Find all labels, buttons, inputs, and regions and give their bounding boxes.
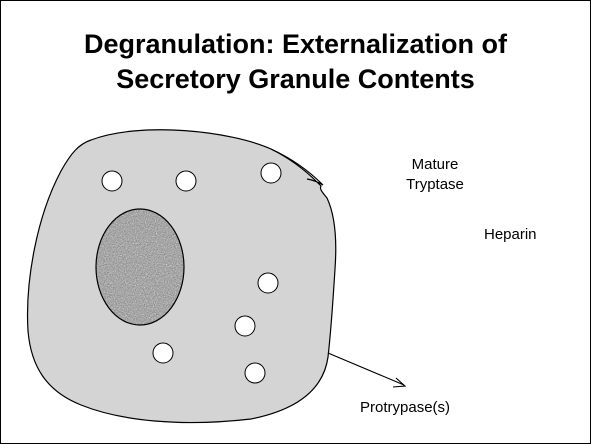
mature-label-line-2: Tryptase (399, 175, 471, 195)
granule (102, 171, 122, 191)
granule (176, 171, 196, 191)
mature-tryptase-label: Mature Tryptase (399, 155, 471, 195)
granule (245, 363, 265, 383)
heparin-label: Heparin (484, 225, 537, 245)
protrypase-label: Protrypase(s) (360, 398, 450, 418)
granule (261, 163, 281, 183)
granule (235, 316, 255, 336)
protrypase-arrow (328, 353, 405, 387)
granule (153, 343, 173, 363)
mature-label-line-1: Mature (399, 155, 471, 175)
granule (258, 273, 278, 293)
